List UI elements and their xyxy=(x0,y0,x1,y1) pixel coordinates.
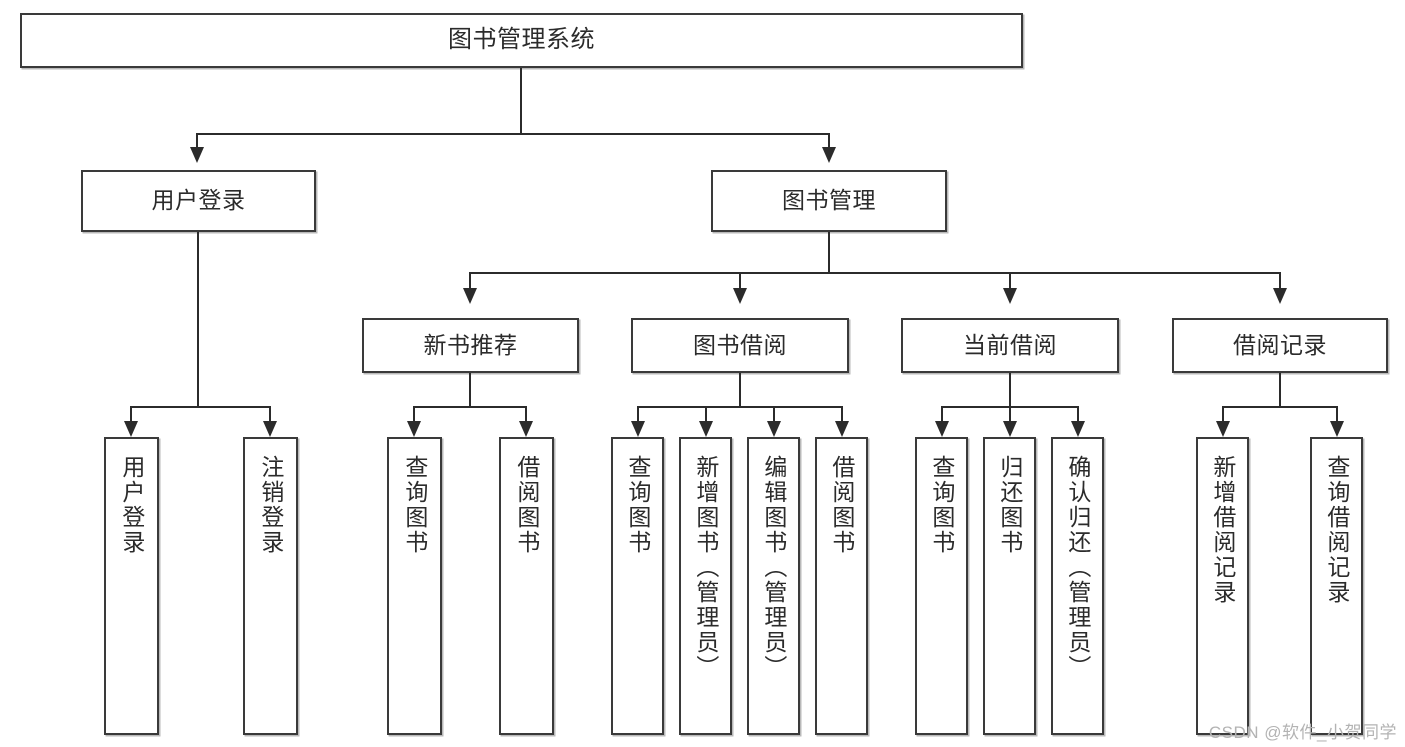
connector-level2-drop-1 xyxy=(828,133,830,147)
connector-current-borrow-drop-1 xyxy=(1009,406,1011,421)
node-root-system[interactable]: 图书管理系统 xyxy=(20,13,1023,68)
arrow-level3-2 xyxy=(1003,288,1017,304)
connector-user-login-stem xyxy=(197,232,199,407)
node-label: 借阅图书 xyxy=(513,455,540,555)
node-label: 归还图书 xyxy=(996,455,1023,555)
node-label: 查询借阅记录 xyxy=(1323,455,1350,605)
leaf-borrow-record-0[interactable]: 新增借阅记录 xyxy=(1196,437,1249,735)
connector-new-book-stem xyxy=(469,373,471,407)
arrow-level3-1 xyxy=(733,288,747,304)
node-label: 用户登录 xyxy=(118,455,145,555)
arrow-new-book-0 xyxy=(407,421,421,437)
arrow-borrow-record-1 xyxy=(1330,421,1344,437)
connector-level3-drop-2 xyxy=(1009,272,1011,288)
node-borrow-record[interactable]: 借阅记录 xyxy=(1172,318,1388,373)
connector-current-borrow-drop-0 xyxy=(941,406,943,421)
connector-level3-drop-1 xyxy=(739,272,741,288)
leaf-current-borrow-0[interactable]: 查询图书 xyxy=(915,437,968,735)
connector-book-borrow-bus xyxy=(637,406,841,408)
arrow-book-borrow-2 xyxy=(767,421,781,437)
leaf-book-borrow-0[interactable]: 查询图书 xyxy=(611,437,664,735)
watermark-text: CSDN @软件_小贺同学 xyxy=(1208,723,1397,742)
node-label: 确认归还（管理员） xyxy=(1064,455,1091,680)
node-label: 图书管理 xyxy=(782,187,876,214)
node-current-borrow[interactable]: 当前借阅 xyxy=(901,318,1119,373)
arrow-level2-1 xyxy=(822,147,836,163)
leaf-book-borrow-2[interactable]: 编辑图书（管理员） xyxy=(747,437,800,735)
node-label: 用户登录 xyxy=(151,187,246,214)
node-label: 借阅记录 xyxy=(1233,331,1327,358)
leaf-book-borrow-1[interactable]: 新增图书（管理员） xyxy=(679,437,732,735)
arrow-level2-0 xyxy=(190,147,204,163)
node-label: 新增借阅记录 xyxy=(1209,455,1236,605)
leaf-new-book-0[interactable]: 查询图书 xyxy=(387,437,442,735)
connector-level3-bus xyxy=(469,272,1281,274)
connector-level2-drop-0 xyxy=(196,133,198,147)
arrow-user-login-1 xyxy=(263,421,277,437)
connector-user-login-bus xyxy=(130,406,270,408)
node-new-book-recommend[interactable]: 新书推荐 xyxy=(362,318,579,373)
leaf-user-login-0[interactable]: 用户登录 xyxy=(104,437,159,735)
connector-current-borrow-drop-2 xyxy=(1077,406,1079,421)
arrow-user-login-0 xyxy=(124,421,138,437)
node-label: 新书推荐 xyxy=(423,331,518,358)
node-label: 当前借阅 xyxy=(963,331,1057,358)
leaf-new-book-1[interactable]: 借阅图书 xyxy=(499,437,554,735)
node-label: 查询图书 xyxy=(401,455,428,555)
leaf-user-login-1[interactable]: 注销登录 xyxy=(243,437,298,735)
connector-borrow-record-bus xyxy=(1222,406,1338,408)
arrow-current-borrow-1 xyxy=(1003,421,1017,437)
node-book-management[interactable]: 图书管理 xyxy=(711,170,947,232)
connector-book-mgmt-stem xyxy=(828,232,830,273)
node-user-login[interactable]: 用户登录 xyxy=(81,170,316,232)
node-label: 新增图书（管理员） xyxy=(692,455,719,680)
connector-borrow-record-drop-1 xyxy=(1336,406,1338,421)
node-label: 图书管理系统 xyxy=(448,26,595,54)
arrow-borrow-record-0 xyxy=(1216,421,1230,437)
node-label: 编辑图书（管理员） xyxy=(760,455,787,680)
arrow-current-borrow-2 xyxy=(1071,421,1085,437)
node-label: 图书借阅 xyxy=(693,331,787,358)
leaf-book-borrow-3[interactable]: 借阅图书 xyxy=(815,437,868,735)
connector-borrow-record-stem xyxy=(1279,373,1281,407)
connector-new-book-bus xyxy=(413,406,527,408)
connector-book-borrow-drop-3 xyxy=(841,406,843,421)
node-label: 查询图书 xyxy=(624,455,651,555)
arrow-level3-0 xyxy=(463,288,477,304)
arrow-book-borrow-1 xyxy=(699,421,713,437)
connector-current-borrow-stem xyxy=(1009,373,1011,407)
connector-book-borrow-drop-0 xyxy=(637,406,639,421)
connector-book-borrow-stem xyxy=(739,373,741,407)
node-label: 查询图书 xyxy=(928,455,955,555)
arrow-level3-3 xyxy=(1273,288,1287,304)
node-label: 借阅图书 xyxy=(828,455,855,555)
arrow-book-borrow-3 xyxy=(835,421,849,437)
connector-user-login-drop-1 xyxy=(269,406,271,421)
arrow-current-borrow-0 xyxy=(935,421,949,437)
leaf-current-borrow-2[interactable]: 确认归还（管理员） xyxy=(1051,437,1104,735)
connector-user-login-drop-0 xyxy=(130,406,132,421)
connector-book-borrow-drop-2 xyxy=(773,406,775,421)
leaf-borrow-record-1[interactable]: 查询借阅记录 xyxy=(1310,437,1363,735)
connector-new-book-drop-1 xyxy=(525,406,527,421)
connector-level3-drop-3 xyxy=(1279,272,1281,288)
connector-borrow-record-drop-0 xyxy=(1222,406,1224,421)
connector-level2-bus xyxy=(196,133,830,135)
connector-level3-drop-0 xyxy=(469,272,471,288)
connector-book-borrow-drop-1 xyxy=(705,406,707,421)
arrow-new-book-1 xyxy=(519,421,533,437)
connector-new-book-drop-0 xyxy=(413,406,415,421)
arrow-book-borrow-0 xyxy=(631,421,645,437)
connector-root-stem xyxy=(520,68,522,134)
node-label: 注销登录 xyxy=(257,455,284,555)
leaf-current-borrow-1[interactable]: 归还图书 xyxy=(983,437,1036,735)
node-book-borrow[interactable]: 图书借阅 xyxy=(631,318,849,373)
